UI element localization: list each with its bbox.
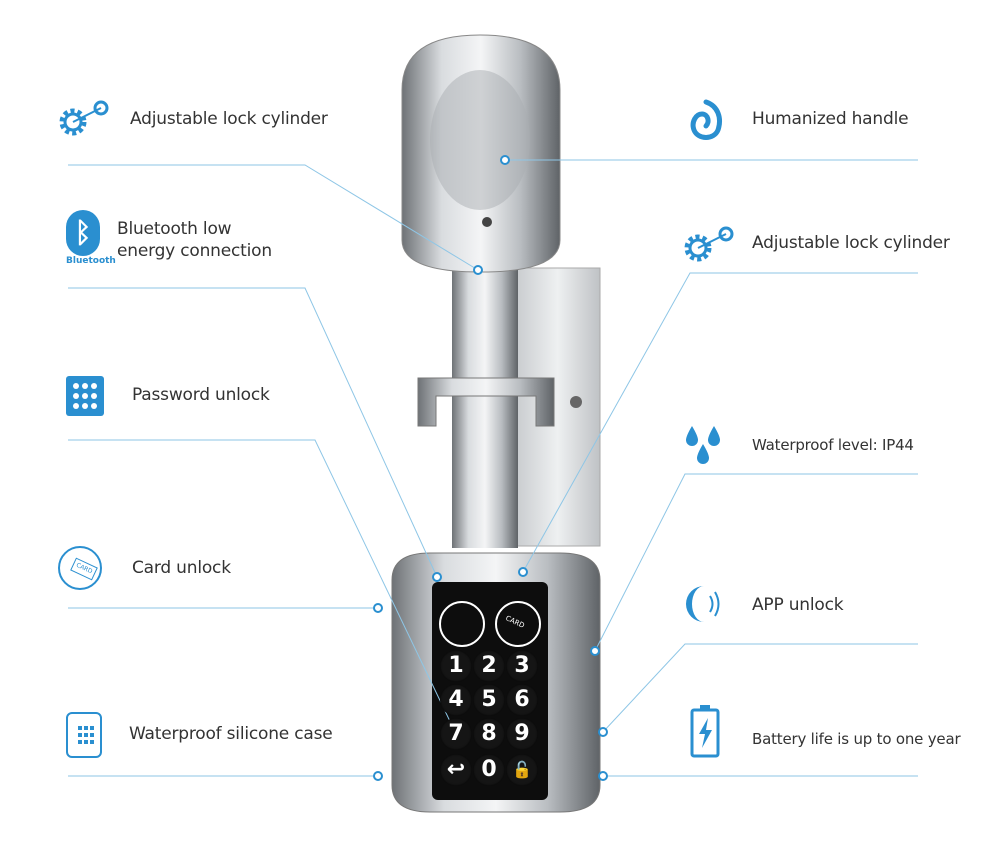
feature-label: Waterproof silicone case [129, 724, 333, 744]
key-lock-icon: 🔓 [506, 754, 538, 786]
water-drops-icon [686, 426, 720, 464]
leader-lines [68, 159, 918, 777]
key-9: 9 [506, 718, 538, 750]
feature-label: Bluetooth low energy connection [117, 219, 272, 261]
feature-label: Card unlock [132, 558, 231, 578]
key-4: 4 [440, 684, 472, 716]
cylinder-shaft [452, 268, 518, 548]
key-3: 3 [506, 650, 538, 682]
keypad-icon [66, 376, 104, 416]
feature-label: APP unlock [752, 595, 844, 615]
silicone-case-icon [66, 712, 102, 758]
mounting-clip [417, 377, 555, 427]
key-5: 5 [473, 684, 505, 716]
gears-icon [59, 100, 109, 136]
key-6: 6 [506, 684, 538, 716]
bluetooth-icon: ᛒ Bluetooth [66, 210, 116, 272]
feature-label: Adjustable lock cylinder [752, 233, 950, 253]
cylinder-body [514, 267, 601, 547]
key-1: 1 [440, 650, 472, 682]
feature-label: Waterproof level: IP44 [752, 436, 914, 454]
key-back-icon: ↩ [440, 754, 472, 786]
key-0: 0 [473, 754, 505, 786]
feature-label: Adjustable lock cylinder [130, 109, 328, 129]
card-icon-printed [495, 601, 541, 647]
key-8: 8 [473, 718, 505, 750]
hand-icon [690, 99, 722, 140]
key-2: 2 [473, 650, 505, 682]
app-signal-icon [686, 586, 720, 622]
gears-icon [684, 226, 734, 262]
key-7: 7 [440, 718, 472, 750]
battery-icon [690, 705, 720, 758]
keypad-icon-printed [439, 601, 485, 647]
card-icon: CARD [58, 546, 102, 590]
feature-label: Battery life is up to one year [752, 730, 961, 748]
feature-label: Humanized handle [752, 109, 909, 129]
feature-label: Password unlock [132, 385, 270, 405]
